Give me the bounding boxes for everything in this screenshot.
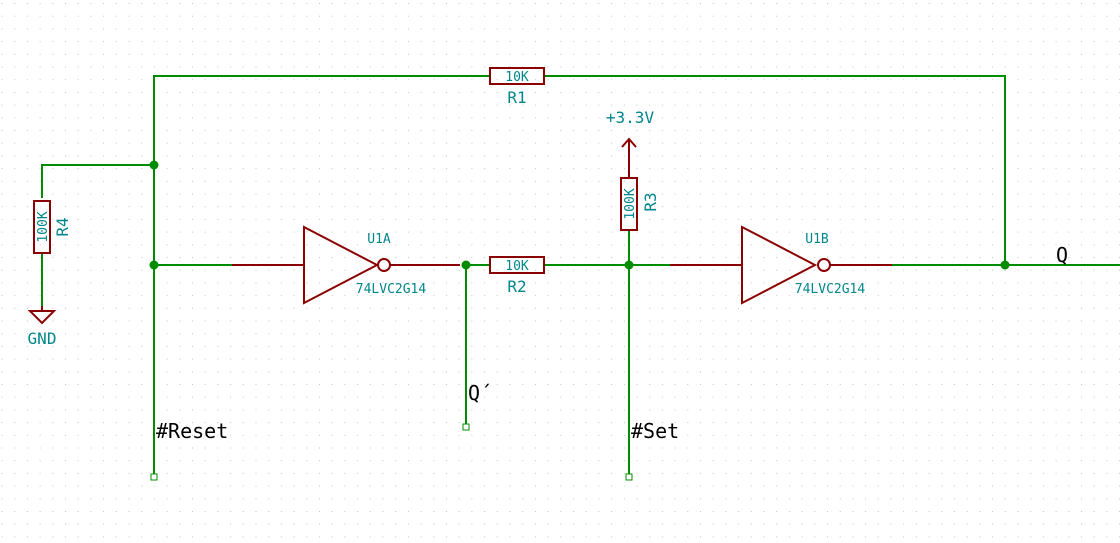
net-label-set[interactable]: #Set [631, 419, 679, 443]
power-supply-label: +3.3V [606, 108, 655, 127]
wire-end-qbar [462, 423, 470, 431]
wire-r4-top[interactable] [41, 164, 154, 198]
wire-end-markers [150, 423, 633, 481]
r4-ref: R4 [53, 217, 72, 236]
wire-end-reset [150, 473, 158, 481]
u1b-value: 74LVC2G14 [795, 282, 866, 297]
r4-value: 100K [36, 211, 51, 242]
net-label-reset[interactable]: #Reset [156, 419, 228, 443]
junction-dot [1000, 260, 1010, 270]
r3-value: 100K [623, 188, 638, 219]
inverter-u1a[interactable]: U1A 74LVC2G14 [232, 225, 460, 305]
r2-value: 10K [505, 259, 529, 274]
junctions [149, 160, 1010, 270]
net-label-q-bar[interactable]: Q´ [468, 381, 492, 405]
wire-r1-left[interactable] [153, 75, 490, 474]
resistor-r2[interactable]: 10K R2 [489, 256, 545, 296]
u1a-ref: U1A [367, 232, 391, 247]
power-supply-symbol[interactable]: +3.3V [606, 108, 655, 148]
r1-value: 10K [505, 70, 529, 85]
junction-dot [149, 260, 159, 270]
junction-dot [149, 160, 159, 170]
resistor-r3[interactable]: 100K R3 [620, 140, 660, 231]
inverter-u1b[interactable]: U1B 74LVC2G14 [670, 225, 892, 305]
r3-ref: R3 [641, 192, 660, 211]
r2-ref: R2 [507, 277, 526, 296]
resistor-r1[interactable]: 10K R1 [489, 67, 545, 107]
junction-dot [624, 260, 634, 270]
wire-end-set [625, 473, 633, 481]
ground-symbol[interactable]: GND [28, 306, 57, 348]
r1-ref: R1 [507, 88, 526, 107]
wire-r1-right-feedback[interactable] [544, 75, 1006, 265]
u1a-value: 74LVC2G14 [356, 282, 427, 297]
net-labels: #Reset #Set Q Q´ [156, 243, 1068, 443]
resistor-r4[interactable]: 100K R4 [33, 200, 72, 254]
u1b-ref: U1B [805, 232, 829, 247]
ground-label: GND [28, 329, 57, 348]
net-label-q[interactable]: Q [1056, 243, 1068, 267]
junction-dot [461, 260, 471, 270]
